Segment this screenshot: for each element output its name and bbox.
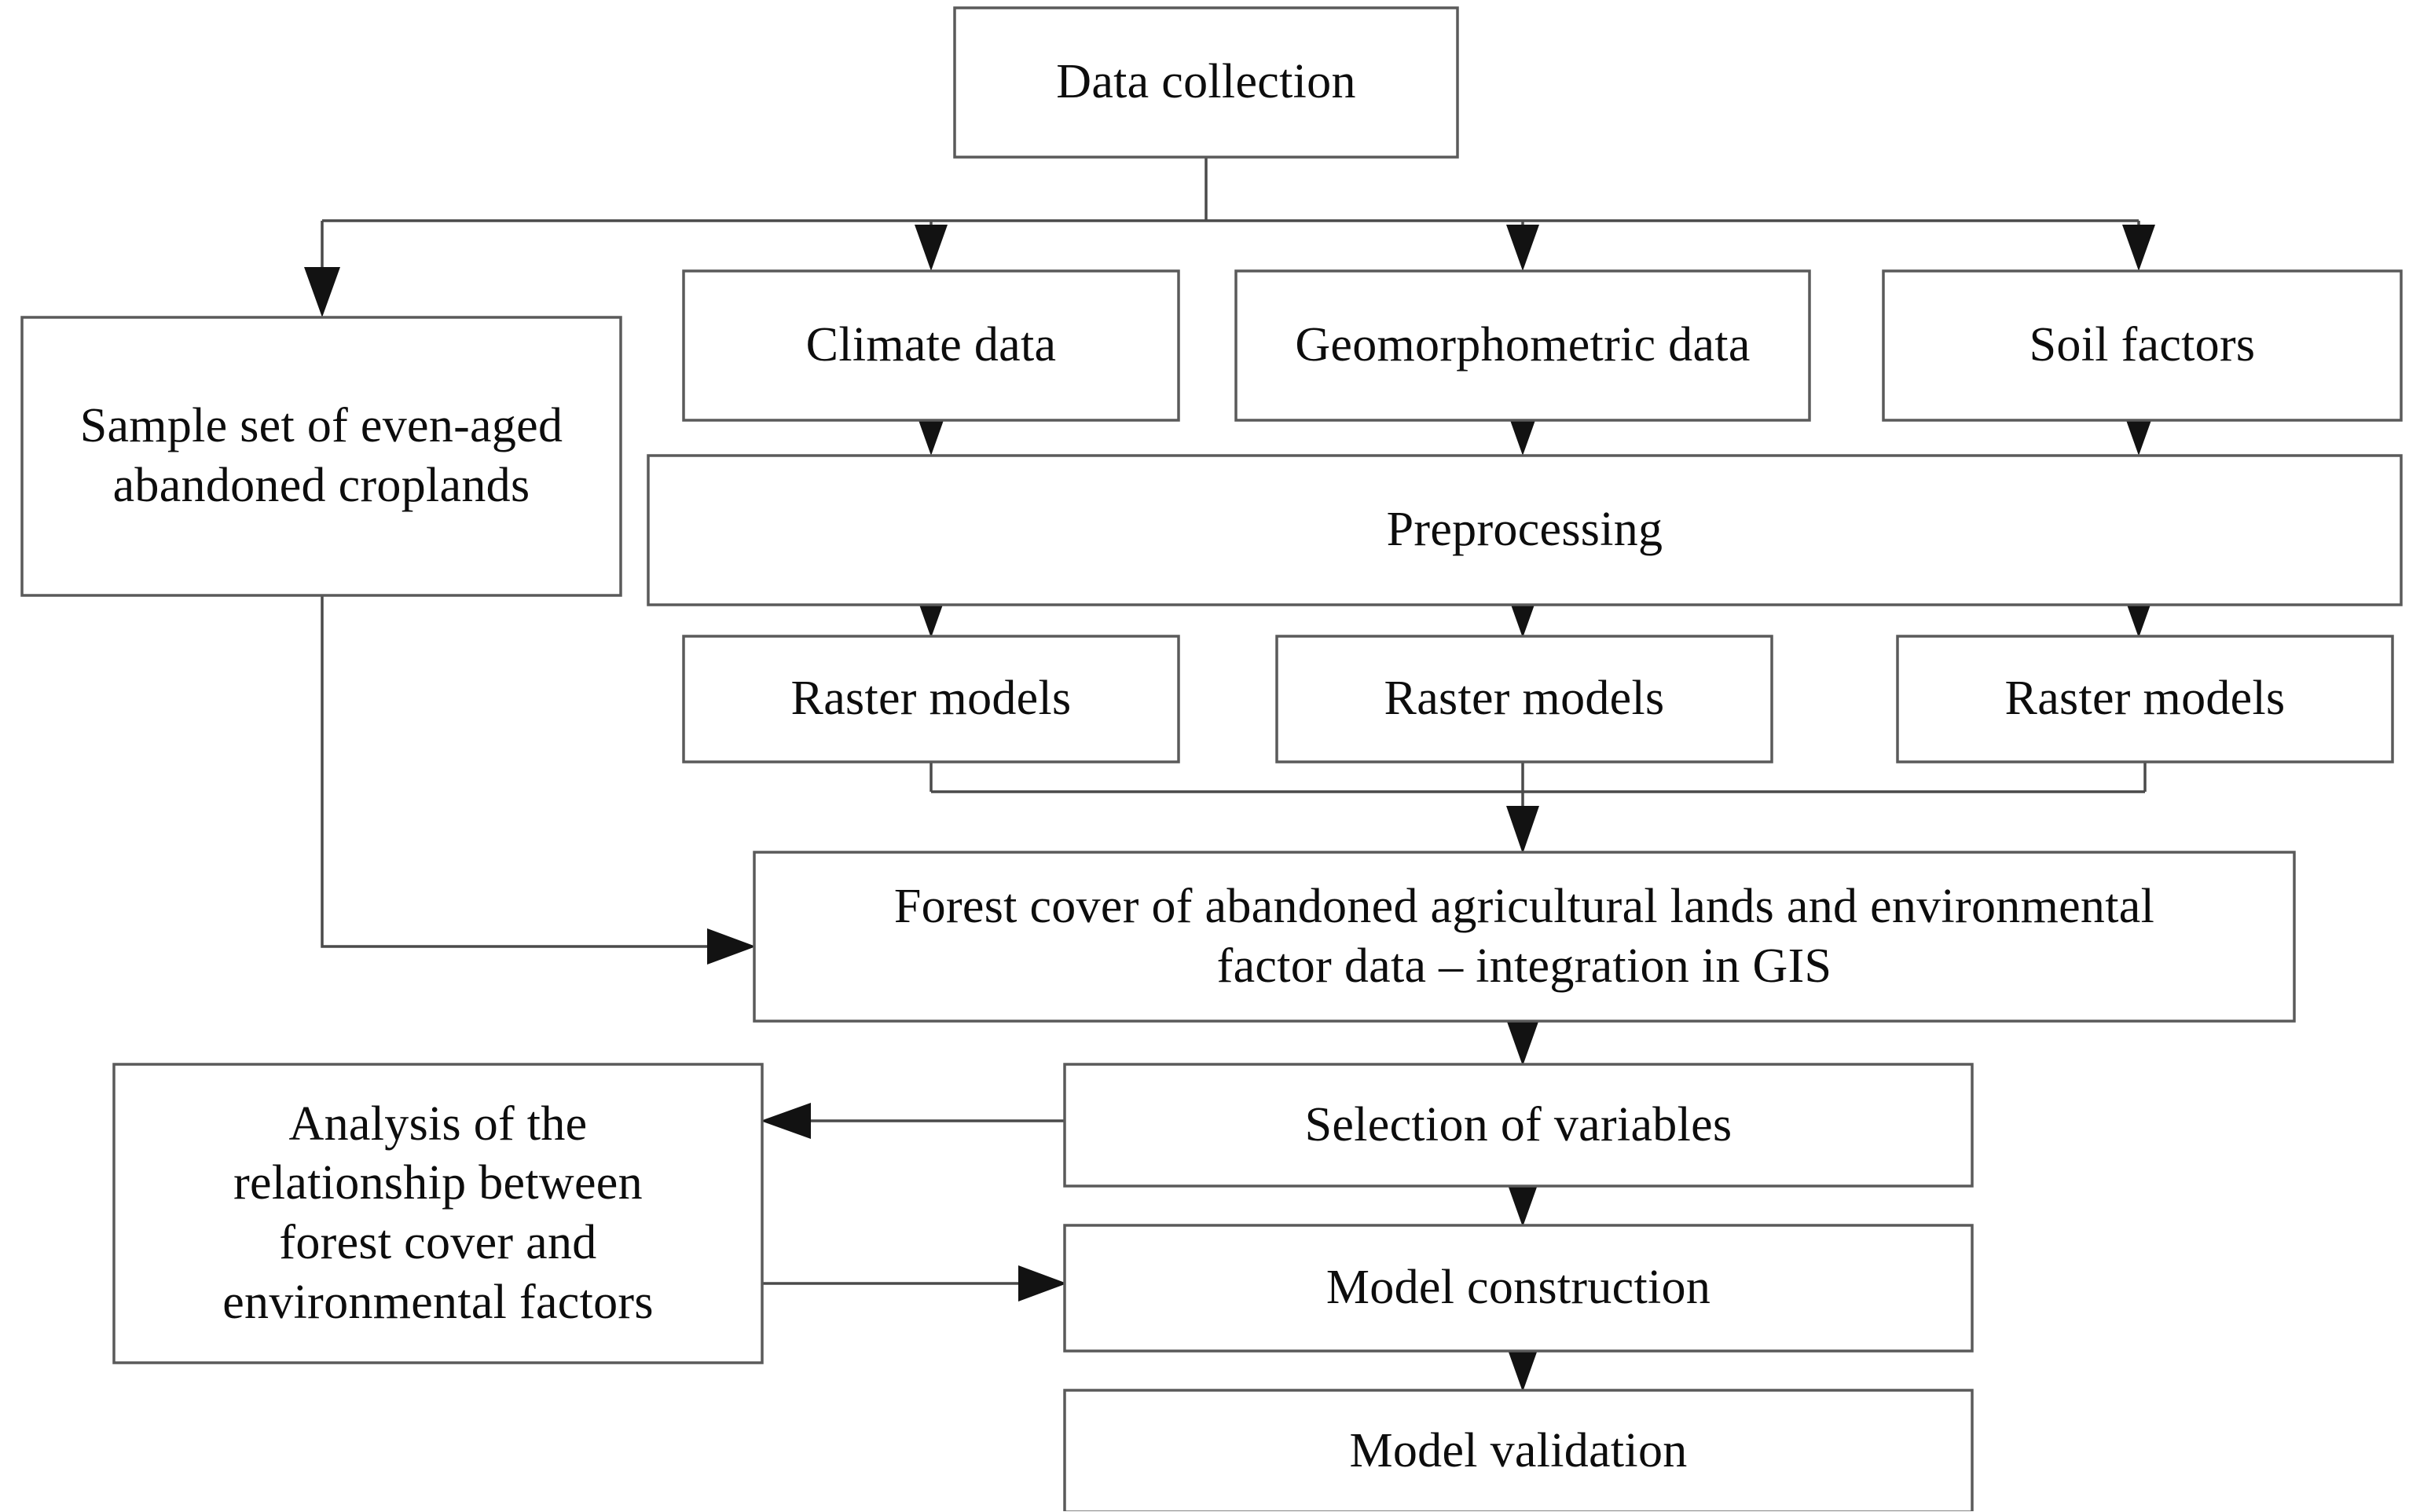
edge-modelconstruction-to-validation: [1506, 1345, 1539, 1392]
node-raster-models-soil[interactable]: [1896, 635, 2394, 763]
node-preprocessing[interactable]: [647, 454, 2403, 606]
edge-selection-to-analysis: [761, 1103, 1065, 1139]
node-climate-data[interactable]: [682, 269, 1180, 422]
node-soil-factors[interactable]: [1882, 269, 2403, 422]
edge-analysis-to-modelconstruction: [762, 1265, 1067, 1301]
node-forest-cover-integration[interactable]: [753, 851, 2296, 1023]
edge-datacollection-to-climate: [915, 221, 948, 271]
node-model-construction[interactable]: [1063, 1224, 1974, 1353]
node-raster-models-geomorph[interactable]: [1275, 635, 1773, 763]
edge-sampleset-to-forestcover: [321, 595, 756, 965]
node-analysis-relationship[interactable]: [112, 1063, 764, 1364]
node-model-validation[interactable]: [1063, 1389, 1974, 1511]
node-data-collection[interactable]: [953, 6, 1459, 159]
node-geomorphometric-data[interactable]: [1234, 269, 1811, 422]
node-layer: [20, 6, 2403, 1511]
edge-forestcover-to-selection: [1506, 1020, 1539, 1066]
edge-selection-to-modelconstruction: [1506, 1181, 1539, 1227]
node-raster-models-climate[interactable]: [682, 635, 1180, 763]
edge-datacollection-to-geomorphometric: [1506, 221, 1539, 271]
node-selection-of-variables[interactable]: [1063, 1063, 1974, 1188]
edge-rasters-to-forestcover: [930, 762, 2147, 854]
edge-datacollection-to-soil: [2122, 221, 2155, 271]
edge-datacollection-to-sampleset: [304, 221, 340, 317]
edge-datacollection-bus: [322, 157, 2139, 222]
node-sample-set[interactable]: [20, 316, 622, 597]
